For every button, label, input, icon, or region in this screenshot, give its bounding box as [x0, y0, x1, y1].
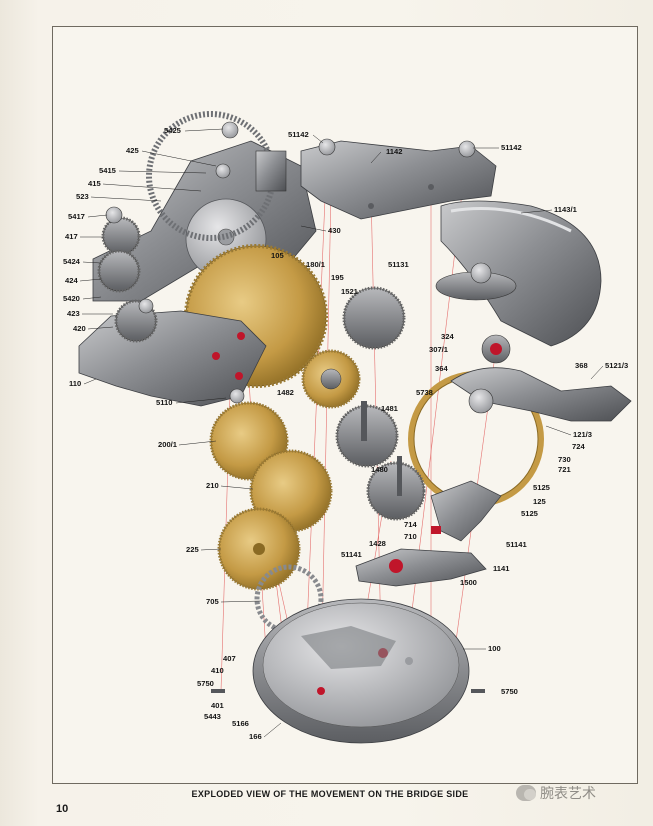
wechat-icon: [516, 785, 536, 801]
figure-caption: EXPLODED VIEW OF THE MOVEMENT ON THE BRI…: [191, 789, 469, 799]
label-1481: 1481: [381, 404, 399, 413]
label-5443: 5443: [204, 712, 221, 721]
label-leaders: [79, 128, 604, 738]
label-5125-top: 5125: [533, 483, 551, 492]
label-364: 364: [435, 364, 448, 373]
label-721: 721: [558, 465, 571, 474]
label-425: 425: [126, 146, 139, 155]
label-5121-3: 5121/3: [605, 361, 628, 370]
illustration-frame: 5425 425 51142 1142 51142 5415 415 523 5…: [52, 26, 638, 784]
label-5424: 5424: [63, 257, 81, 266]
label-307-1: 307/1: [429, 345, 449, 354]
label-125: 125: [533, 497, 546, 506]
barrel-bridge-assembly: [92, 111, 317, 302]
label-420: 420: [73, 324, 86, 333]
label-51142-left: 51142: [288, 130, 309, 139]
balance-assembly: [408, 334, 632, 507]
label-5750-right: 5750: [501, 687, 518, 696]
main-plate-100: [211, 598, 485, 744]
label-523: 523: [76, 192, 89, 201]
label-423: 423: [67, 309, 80, 318]
label-424: 424: [65, 276, 78, 285]
label-5166: 5166: [232, 719, 249, 728]
label-1500: 1500: [460, 578, 477, 587]
label-1521: 1521: [341, 287, 359, 296]
label-180-1: 180/1: [306, 260, 326, 269]
label-1482: 1482: [277, 388, 294, 397]
part-number-labels: 5425 425 51142 1142 51142 5415 415 523 5…: [63, 126, 628, 741]
label-110: 110: [69, 379, 81, 388]
label-324: 324: [441, 332, 454, 341]
label-401: 401: [211, 701, 224, 710]
label-5425: 5425: [164, 126, 182, 135]
label-51141-left: 51141: [341, 550, 362, 559]
page-number: 10: [56, 803, 69, 815]
label-51142-right: 51142: [501, 143, 522, 152]
label-200-1: 200/1: [158, 440, 178, 449]
label-166: 166: [249, 732, 262, 741]
label-100: 100: [488, 644, 501, 653]
label-1480: 1480: [371, 465, 388, 474]
label-5750-left: 5750: [197, 679, 214, 688]
label-5738: 5738: [416, 388, 433, 397]
watermark-text: 腕表艺术: [540, 786, 596, 802]
label-417: 417: [65, 232, 78, 241]
label-105: 105: [271, 251, 284, 260]
label-1428: 1428: [369, 539, 386, 548]
label-51131: 51131: [388, 260, 409, 269]
label-1143-1: 1143/1: [554, 205, 578, 214]
train-bridge-1142: [300, 138, 497, 220]
label-368: 368: [575, 361, 588, 370]
label-407: 407: [223, 654, 236, 663]
label-730: 730: [558, 455, 571, 464]
oscillating-weight-1143-1: [435, 200, 602, 347]
label-195: 195: [331, 273, 344, 282]
label-5420: 5420: [63, 294, 80, 303]
label-1142: 1142: [386, 147, 402, 156]
label-51141-right: 51141: [506, 540, 527, 549]
label-710: 710: [404, 532, 417, 541]
label-121-3: 121/3: [573, 430, 592, 439]
exploded-movement-diagram: 5425 425 51142 1142 51142 5415 415 523 5…: [63, 111, 632, 744]
label-430: 430: [328, 226, 341, 235]
label-5125-bottom: 5125: [521, 509, 539, 518]
label-5417: 5417: [68, 212, 85, 221]
label-225: 225: [186, 545, 199, 554]
train-wheels: [209, 286, 426, 634]
label-714: 714: [404, 520, 417, 529]
label-5110: 5110: [156, 398, 172, 407]
label-410: 410: [211, 666, 224, 675]
bridge-110: [78, 298, 267, 407]
label-1141: 1141: [493, 564, 510, 573]
label-705: 705: [206, 597, 219, 606]
watermark: 腕表艺术: [516, 782, 636, 804]
pallet-bridge-1141: [355, 480, 502, 587]
label-415: 415: [88, 179, 101, 188]
label-724: 724: [572, 442, 585, 451]
label-210: 210: [206, 481, 219, 490]
label-5415: 5415: [99, 166, 117, 175]
